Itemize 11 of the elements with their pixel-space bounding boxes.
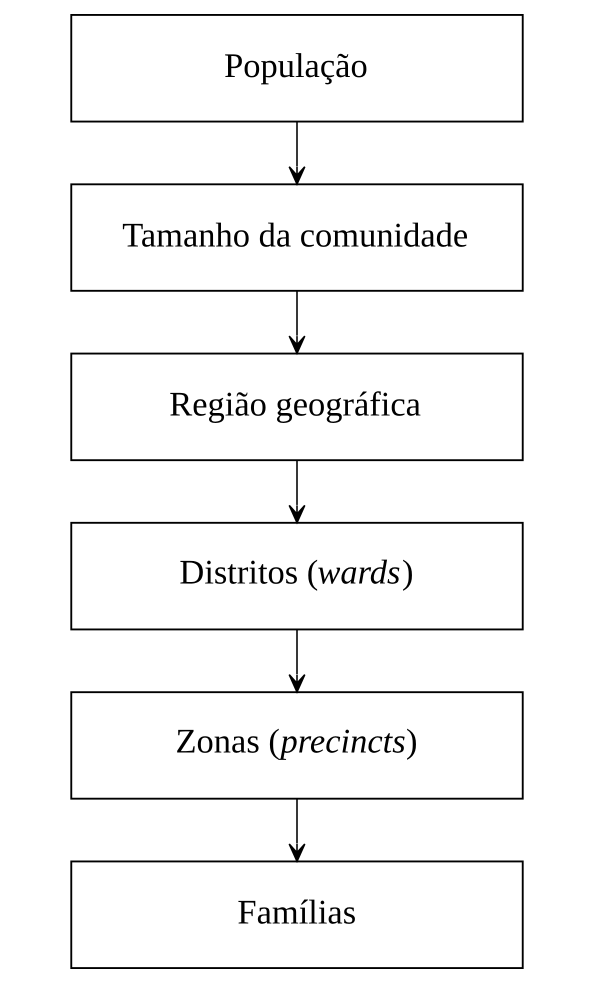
arrow <box>288 799 306 862</box>
node-box: População <box>70 14 524 122</box>
node-box: Região geográfica <box>70 352 524 462</box>
node-box: Tamanho da comunidade <box>70 183 524 292</box>
node-box: Famílias <box>70 860 524 969</box>
node-box: Distritos (wards) <box>70 522 524 630</box>
node-box: Zonas (precincts) <box>70 691 524 800</box>
arrow <box>288 460 306 524</box>
arrow <box>288 122 306 185</box>
arrow <box>288 291 306 354</box>
arrow <box>288 630 306 693</box>
